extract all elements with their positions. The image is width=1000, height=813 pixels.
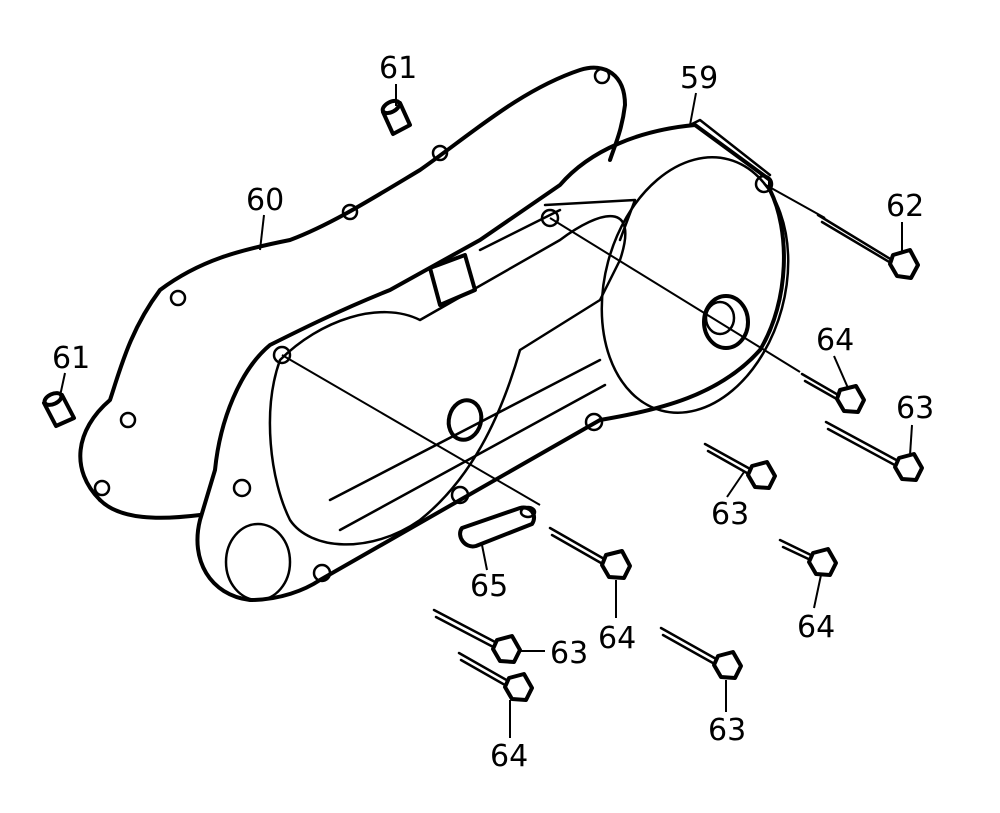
dowel-pin-lower bbox=[42, 391, 76, 428]
bolt-64-upper bbox=[800, 372, 866, 414]
bolt-64-center bbox=[548, 526, 632, 580]
bracket bbox=[458, 505, 537, 549]
bolt-63-lower-right bbox=[659, 626, 743, 680]
crankcase-cover bbox=[195, 118, 790, 602]
bolt-63-lower-left bbox=[432, 608, 522, 664]
bolt-62 bbox=[816, 213, 920, 280]
bolt-64-right bbox=[778, 538, 838, 577]
callout-63-lower-left: 63 bbox=[550, 636, 588, 671]
callout-59: 59 bbox=[680, 61, 718, 96]
axis-lines bbox=[281, 183, 826, 506]
callout-64-upper: 64 bbox=[816, 323, 854, 358]
callout-64-center: 64 bbox=[598, 621, 636, 656]
callout-64-right: 64 bbox=[797, 610, 835, 645]
callout-65: 65 bbox=[470, 569, 508, 604]
leader-lines bbox=[59, 84, 913, 738]
callout-63-right: 63 bbox=[896, 391, 934, 426]
callout-62: 62 bbox=[886, 189, 924, 224]
callout-63-lower-right: 63 bbox=[708, 713, 746, 748]
gasket bbox=[78, 65, 627, 520]
bolt-64-lower-left bbox=[457, 651, 534, 702]
bolt-63-right bbox=[824, 420, 924, 482]
callout-61-upper: 61 bbox=[379, 51, 417, 86]
callout-63-middle: 63 bbox=[711, 497, 749, 532]
callout-60: 60 bbox=[246, 183, 284, 218]
callout-61-lower: 61 bbox=[52, 341, 90, 376]
callout-64-lower-left: 64 bbox=[490, 739, 528, 774]
bolt-63-middle bbox=[703, 442, 777, 490]
